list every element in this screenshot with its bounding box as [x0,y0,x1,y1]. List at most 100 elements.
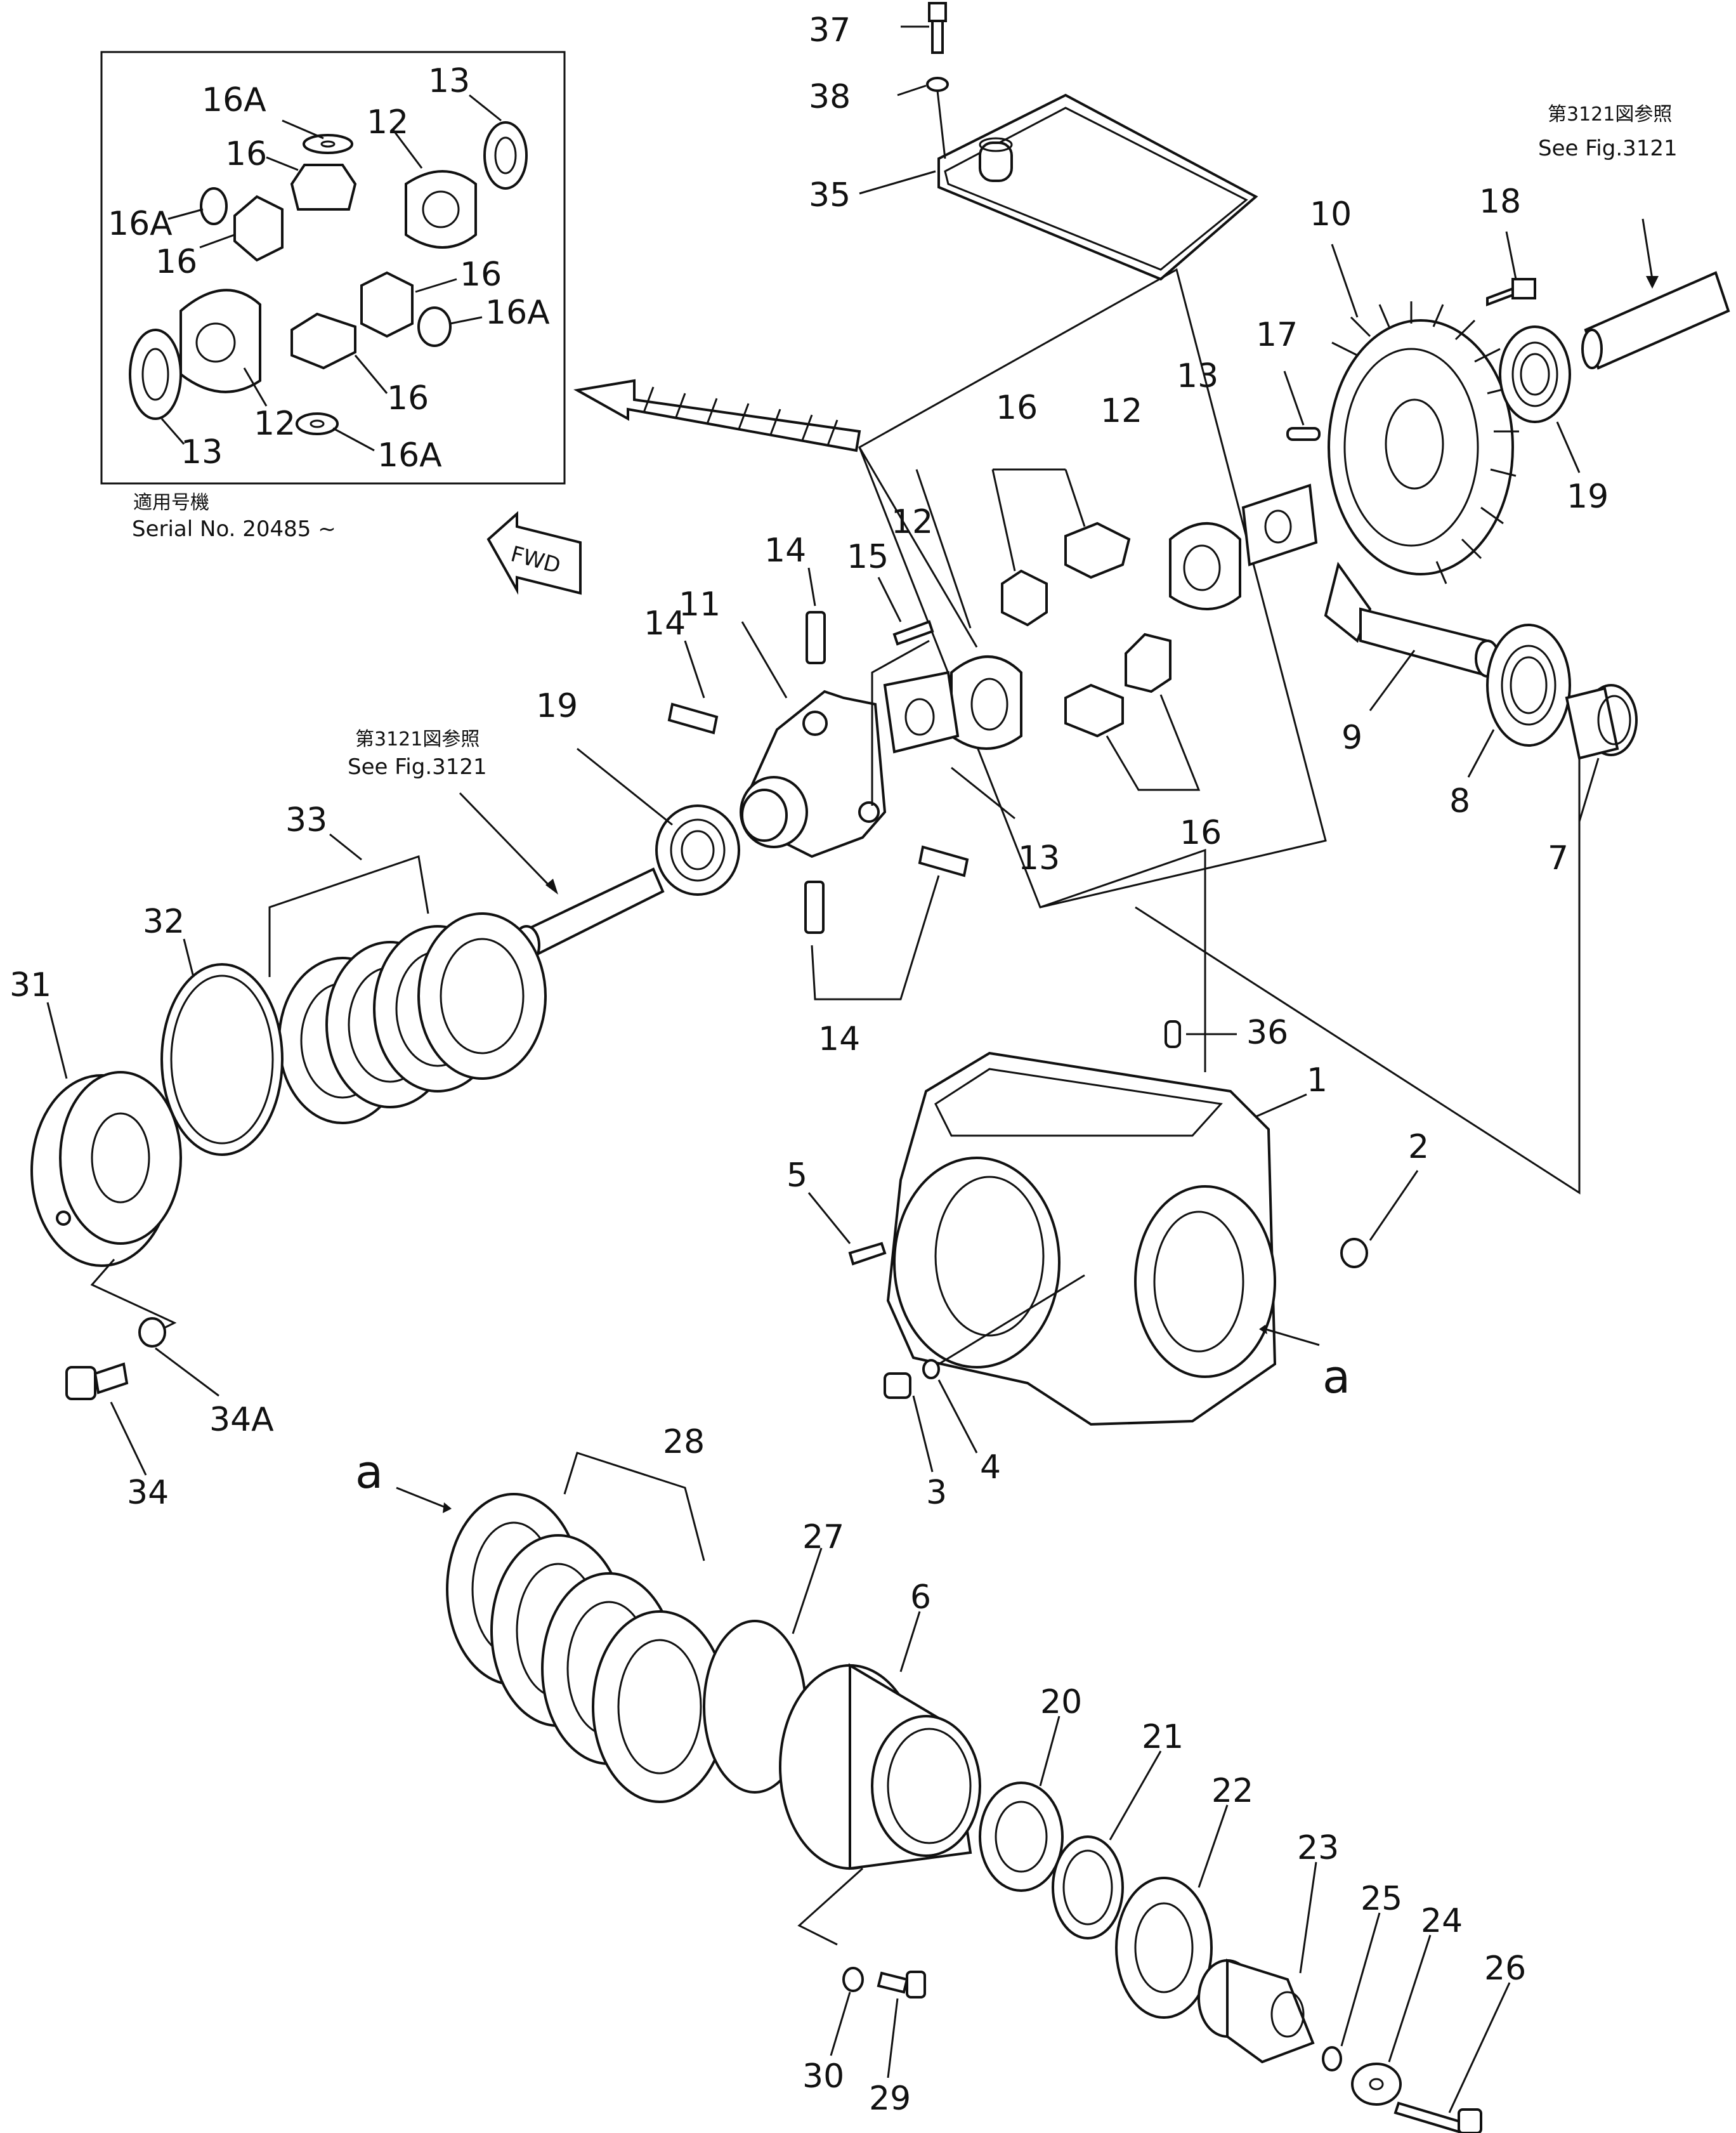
bearing-19-left [655,804,740,896]
thrust-washer-13-shape [483,121,528,190]
bearing-8 [1486,624,1571,747]
pinion-16-upper-a [1001,569,1048,627]
label-34A: 34A [209,1401,274,1439]
bearing-20 [979,1782,1064,1892]
label-26: 26 [1484,1950,1526,1988]
label-12-left: 12 [891,503,933,541]
bolt-26 [1393,2101,1482,2133]
washer-38 [926,77,949,92]
inset-label-16-bottom: 16 [387,379,429,417]
label-27: 27 [802,1518,844,1556]
pinion-16-upper-b [1064,522,1131,579]
washer-16A-shape-b [200,187,228,225]
inset-label-16A-top: 16A [202,81,266,119]
pin-14-bottom [804,881,825,934]
label-20: 20 [1040,1683,1082,1721]
inset-label-16-top: 16 [225,135,267,173]
pinion-16-shape [290,164,357,211]
side-gear-12-shape-b [179,289,261,393]
label-19-right: 19 [1567,478,1609,516]
axle-housing-1 [886,1051,1277,1426]
pinion-16-shape-c [360,271,414,338]
label-13-upper: 13 [1177,357,1218,395]
hub-6 [779,1663,981,1870]
inset-pointer-arrow [573,379,861,452]
bolt-37 [928,2,947,54]
label-24: 24 [1421,1902,1463,1940]
disc-pack-33 [278,912,547,1124]
inset-label-12-bottom: 12 [254,405,296,443]
ring-gear-10 [1328,301,1519,584]
pin-14-right [918,845,969,877]
label-11: 11 [679,586,721,624]
pinion-16-lower-a [1064,683,1124,738]
label-29: 29 [869,2080,911,2118]
pin-14-top [806,611,826,664]
label-15: 15 [847,538,889,576]
label-5: 5 [786,1157,807,1195]
bolt-18 [1486,278,1536,306]
plug-2 [1340,1238,1368,1268]
exploded-group-outline [858,268,1327,909]
fwd-arrow: FWD [486,511,582,595]
inset-label-16A-right: 16A [485,294,550,332]
label-16-lower: 16 [1180,814,1222,852]
label-38: 38 [809,78,851,116]
label-8: 8 [1449,782,1470,820]
seal-22 [1115,1877,1213,2019]
pin-15 [892,620,934,646]
yoke-23 [1198,1959,1315,2064]
label-23: 23 [1297,1829,1339,1867]
label-9: 9 [1341,719,1362,757]
washer-24 [1351,2063,1402,2106]
o-ring-25 [1322,2046,1342,2071]
label-32: 32 [143,903,185,941]
label-33: 33 [285,801,327,839]
inset-serial-note: Serial No. 20485 ~ [132,516,336,542]
bearing-19-right [1499,325,1571,423]
inset-label-16A-left: 16A [108,205,173,243]
disc-pack-28 [446,1493,728,1803]
sleeve-7 [1565,684,1638,760]
label-13-lower: 13 [1018,839,1060,877]
thrust-washer-13-mid [1241,483,1318,567]
inset-label-13-bottom: 13 [181,433,223,471]
washer-30 [842,1967,864,1992]
washer-16A-shape-d [296,412,339,435]
label-7: 7 [1548,839,1569,877]
ring-32 [160,963,284,1156]
diff-case-11 [740,690,887,858]
thrust-washer-13-shape-b [129,329,182,420]
cover-plate-35 [937,93,1258,281]
label-16-upper: 16 [996,389,1038,427]
label-22: 22 [1211,1772,1253,1810]
washer-34A [138,1317,166,1348]
bolt-34 [65,1362,129,1400]
label-37: 37 [809,11,851,49]
label-25: 25 [1361,1880,1402,1918]
pinion-16-lower-b [1125,633,1171,693]
plug-36 [1165,1020,1181,1048]
label-4: 4 [980,1448,1001,1487]
label-34: 34 [127,1474,169,1512]
label-1: 1 [1307,1061,1328,1099]
inset-label-16A-bottom: 16A [377,436,442,475]
label-14-top: 14 [764,532,806,570]
pinion-16-shape-d [290,312,356,370]
label-14-bottom: 14 [818,1020,860,1058]
pin-5 [848,1242,887,1266]
ref-top-en: See Fig.3121 [1538,136,1678,161]
inset-label-16-right: 16 [460,256,502,294]
pin-17 [1286,427,1321,441]
pinion-16-shape-b [233,195,284,262]
pin-14-left [667,702,719,735]
label-3: 3 [926,1474,947,1512]
label-12-upper: 12 [1100,392,1142,430]
ref-top-jp: 第3121図参照 [1548,103,1672,126]
bolt-3 [884,1372,911,1399]
section-marker-a-right: a [1322,1350,1350,1403]
label-36: 36 [1246,1014,1288,1052]
side-gear-12-mid [1169,522,1241,610]
label-17: 17 [1256,316,1298,354]
